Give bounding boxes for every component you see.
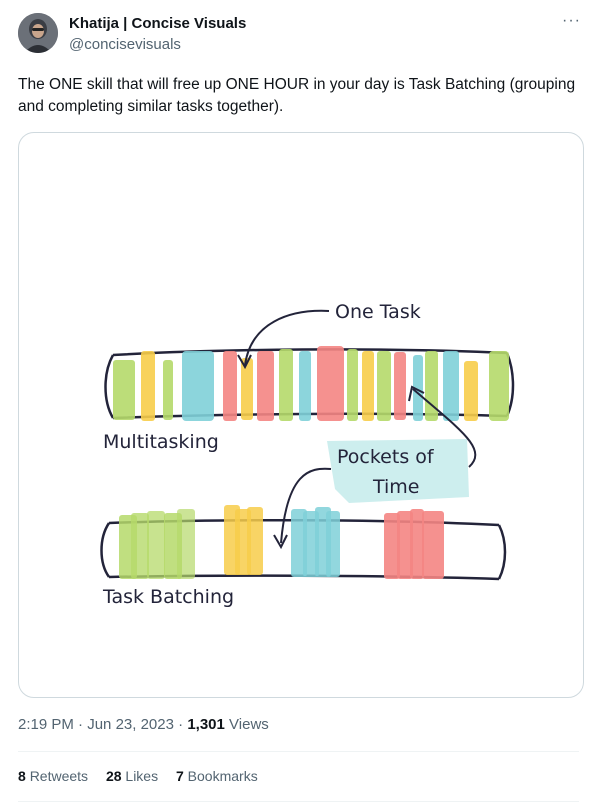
author-handle[interactable]: @concisevisuals [69, 36, 181, 53]
pockets-callout [327, 439, 469, 503]
retweets-link[interactable]: 8 Retweets [18, 768, 92, 784]
batched-task-blocks [119, 505, 444, 579]
retweets-count: 8 [18, 768, 26, 784]
likes-label: Likes [125, 768, 159, 784]
tweet-date[interactable]: Jun 23, 2023 [87, 716, 174, 733]
more-horizontal-icon[interactable]: ··· [562, 12, 581, 29]
multitasking-task-blocks [113, 346, 509, 421]
likes-link[interactable]: 28 Likes [106, 768, 162, 784]
bookmarks-count: 7 [175, 768, 184, 784]
divider [18, 801, 579, 802]
task-batching-illustration: One Task Multitasking Pockets of Time [100, 301, 515, 608]
engagement-stats: 8 Retweets 28 Likes 7 Bookmarks [18, 768, 272, 784]
label-pockets-of: Pockets of [337, 446, 435, 468]
label-time: Time [372, 476, 420, 498]
retweets-label: Retweets [29, 768, 89, 784]
label-task-batching: Task Batching [102, 586, 234, 608]
views-count: 1,301 [187, 716, 225, 733]
bookmarks-link[interactable]: 7 Bookmarks [176, 768, 258, 784]
profile-photo-icon [18, 13, 58, 53]
label-one-task: One Task [335, 301, 421, 323]
label-multitasking: Multitasking [103, 431, 219, 453]
likes-count: 28 [105, 768, 122, 784]
tweet-text: The ONE skill that will free up ONE HOUR… [18, 76, 576, 115]
views-label: Views [229, 716, 269, 733]
tweet-media[interactable]: One Task Multitasking Pockets of Time [18, 132, 584, 698]
bookmarks-label: Bookmarks [187, 768, 258, 784]
tweet-meta: 2:19 PM · Jun 23, 2023 · 1,301 Views [18, 716, 269, 733]
author-name[interactable]: Khatija | Concise Visuals [69, 15, 247, 32]
meta-separator: · [178, 716, 184, 733]
tweet-time[interactable]: 2:19 PM [18, 716, 74, 733]
divider [18, 751, 579, 752]
meta-separator: · [78, 716, 84, 733]
avatar[interactable] [18, 13, 58, 53]
